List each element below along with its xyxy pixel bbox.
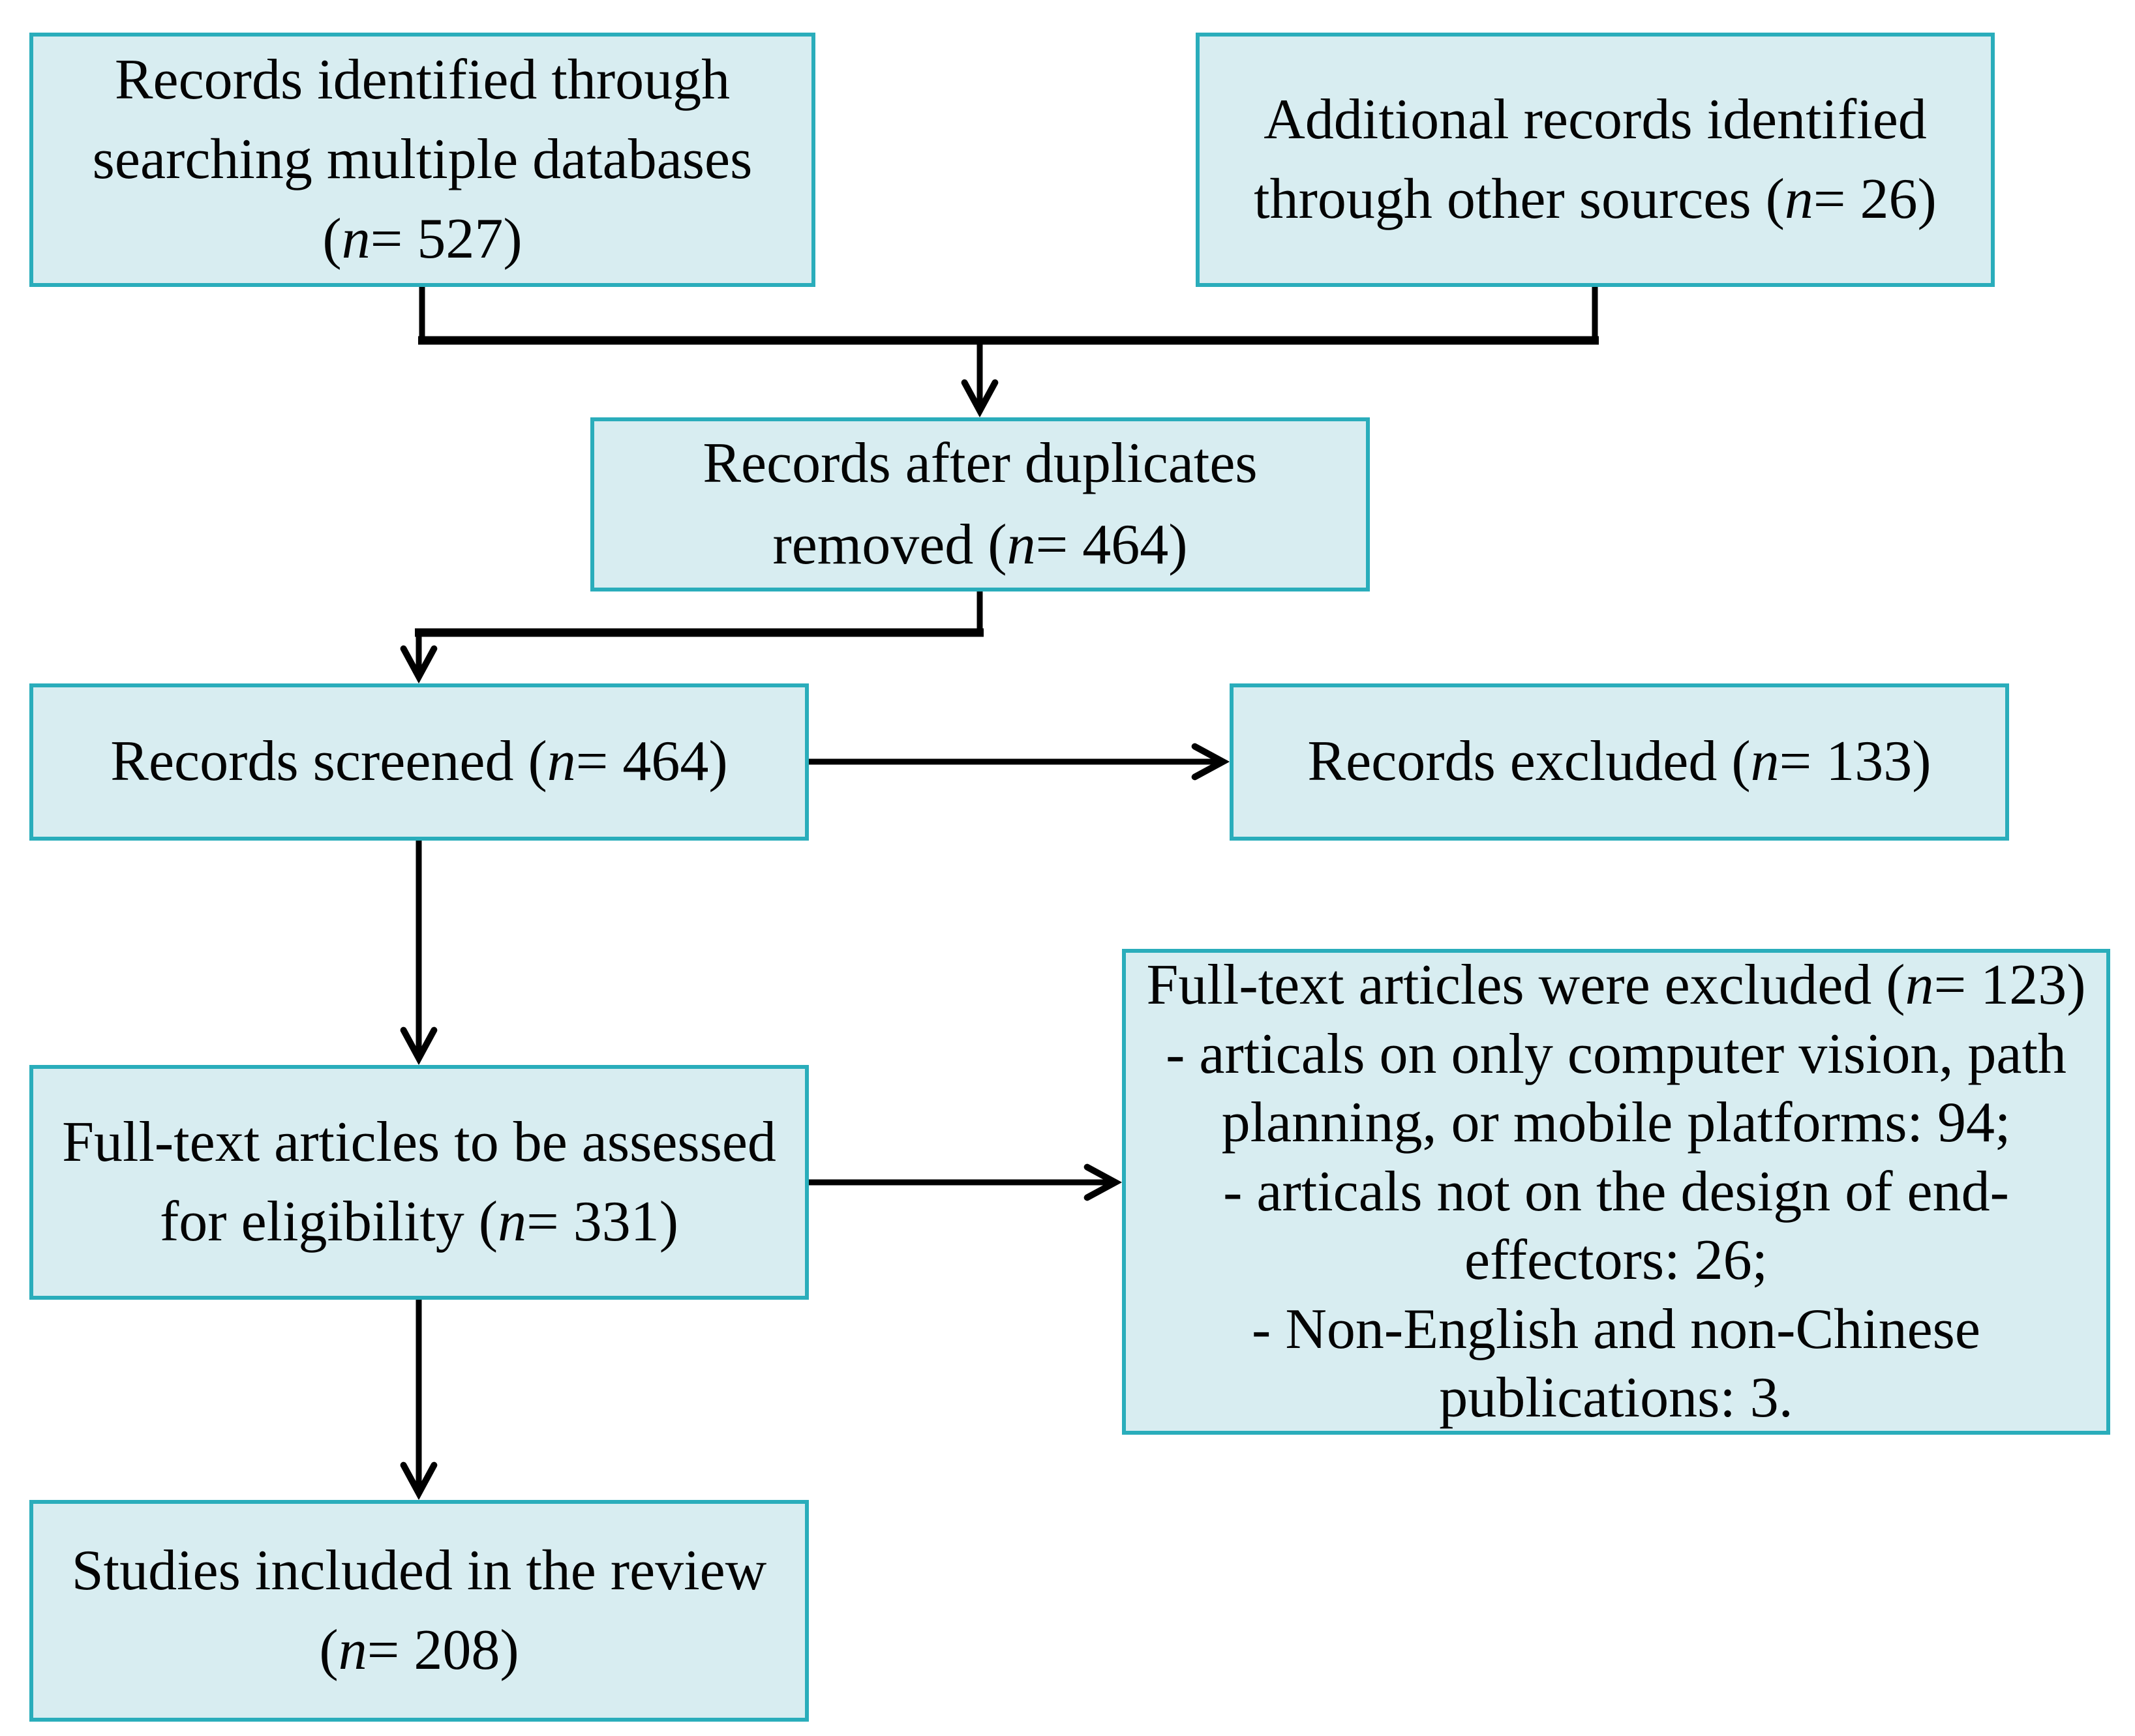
box-records-screened-text: Records screened (n= 464) [110, 730, 728, 794]
box-fulltext-excluded: Full-text articles were excluded (n= 123… [1122, 949, 2110, 1435]
box-records-screened: Records screened (n= 464) [29, 683, 809, 841]
box-studies-included: Studies included in the review(n= 208) [29, 1500, 809, 1722]
box-studies-included-text: Studies included in the review(n= 208) [71, 1538, 767, 1682]
box-records-excluded-text: Records excluded (n= 133) [1307, 730, 1931, 794]
box-fulltext-excluded-text: Full-text articles were excluded (n= 123… [1146, 953, 2086, 1430]
box-records-excluded: Records excluded (n= 133) [1230, 683, 2009, 841]
